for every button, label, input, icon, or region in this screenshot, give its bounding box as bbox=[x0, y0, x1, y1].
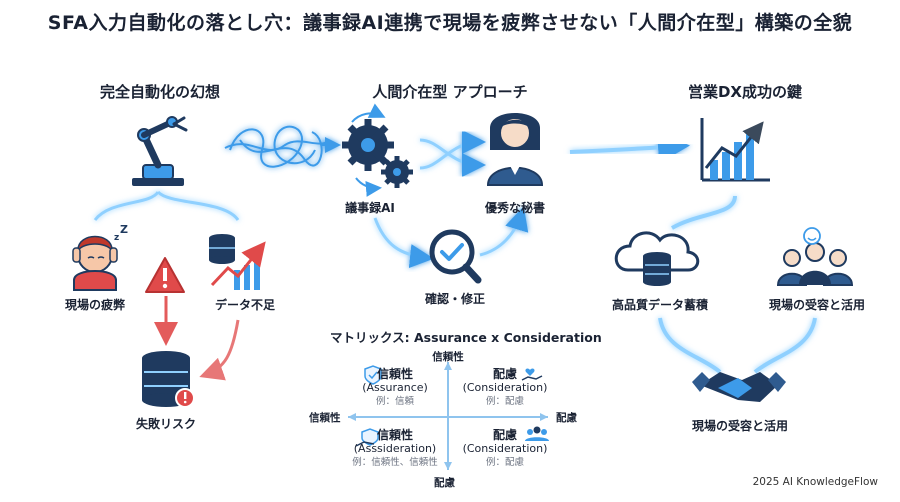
quadrant-asssideration-example: 例：信頼性、信頼性 bbox=[352, 457, 438, 468]
gears-icon bbox=[342, 103, 413, 197]
ai-label: 議事録AI bbox=[345, 201, 395, 215]
matrix-axis-top: 信頼性 bbox=[432, 351, 464, 363]
handshake-icon bbox=[692, 372, 786, 402]
quadrant-consideration-top-sub: (Consideration) bbox=[462, 381, 548, 394]
quadrant-consideration-top: 配慮 (Consideration) 例：配慮 bbox=[455, 367, 555, 409]
hand-shield-icon bbox=[355, 428, 379, 447]
data-shortage-label: データ不足 bbox=[214, 298, 275, 312]
svg-text:Z: Z bbox=[120, 223, 128, 236]
failure-database-icon bbox=[142, 351, 195, 408]
secretary-icon bbox=[486, 113, 544, 186]
quadrant-assurance-example: 例：信頼 bbox=[375, 396, 414, 407]
quadrant-assurance-sub: (Assurance) bbox=[362, 381, 428, 394]
quadrant-consideration-bottom-example: 例：配慮 bbox=[485, 457, 524, 468]
quadrant-asssideration-sub: (Asssideration) bbox=[353, 442, 437, 455]
page-title: SFA入力自動化の落とし穴：議事録AI連携で現場を疲弊させない「人間介在型」構築… bbox=[47, 12, 853, 34]
magnifier-check-icon bbox=[429, 229, 482, 284]
handshake-label: 現場の受容と活用 bbox=[691, 419, 788, 433]
robot-arm-icon bbox=[132, 116, 188, 186]
fatigue-label: 現場の疲弊 bbox=[64, 298, 125, 312]
quadrant-assurance: 信頼性 (Assurance) 例：信頼 bbox=[345, 367, 445, 409]
quadrant-consideration-top-example: 例：配慮 bbox=[485, 396, 524, 407]
heart-hand-icon bbox=[521, 368, 543, 381]
warning-icon bbox=[145, 257, 185, 293]
matrix-title: マトリックス: Assurance x Consideration bbox=[330, 330, 602, 345]
matrix-axis-right: 配慮 bbox=[556, 412, 577, 424]
fatigued-person-icon: z Z bbox=[72, 223, 128, 291]
quality-data-label: 高品質データ蓄積 bbox=[611, 298, 708, 312]
footer-credit: 2025 AI KnowledgeFlow bbox=[752, 476, 878, 488]
quadrant-assurance-title: 信頼性 bbox=[376, 367, 413, 381]
left-section-heading: 完全自動化の幻想 bbox=[99, 83, 220, 101]
svg-text:z: z bbox=[114, 233, 119, 243]
shield-check-icon bbox=[364, 365, 382, 385]
data-shortage-chart-icon bbox=[209, 234, 266, 290]
quadrant-asssideration-title: 信頼性 bbox=[376, 428, 413, 442]
tangled-knot-icon bbox=[224, 125, 341, 168]
review-label: 確認・修正 bbox=[424, 292, 485, 306]
right-section-heading: 営業DX成功の鍵 bbox=[687, 83, 803, 101]
group-people-icon bbox=[525, 426, 549, 441]
matrix-axis-left: 信頼性 bbox=[309, 412, 341, 424]
quadrant-consideration-bottom-title: 配慮 bbox=[492, 428, 517, 442]
cloud-database-icon bbox=[614, 231, 700, 286]
risk-label: 失敗リスク bbox=[135, 417, 196, 431]
team-acceptance-label: 現場の受容と活用 bbox=[768, 298, 865, 312]
growth-chart-icon bbox=[700, 118, 770, 182]
team-icon bbox=[776, 227, 854, 286]
quadrant-asssideration: 信頼性 (Asssideration) 例：信頼性、信頼性 bbox=[340, 428, 450, 470]
secretary-label: 優秀な秘書 bbox=[484, 201, 545, 215]
quadrant-consideration-top-title: 配慮 bbox=[492, 367, 517, 381]
matrix-axis-bottom: 配慮 bbox=[434, 477, 455, 489]
matrix-axes bbox=[348, 362, 548, 470]
center-section-heading: 人間介在型 アプローチ bbox=[372, 83, 528, 101]
quadrant-consideration-bottom-sub: (Consideration) bbox=[462, 442, 548, 455]
quadrant-consideration-bottom: 配慮 (Consideration) 例：配慮 bbox=[455, 428, 555, 470]
